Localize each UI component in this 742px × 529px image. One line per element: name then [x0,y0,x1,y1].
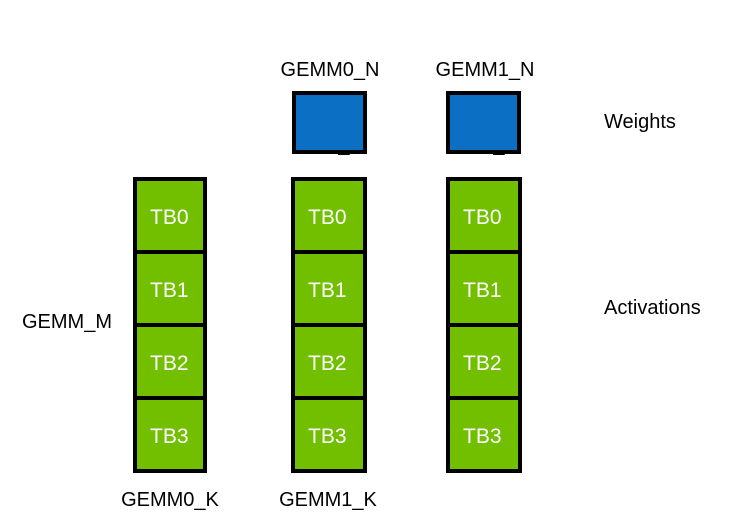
activation-cell-label: TB2 [308,351,347,375]
gemm0-n-label-line1: GEMM0_N [280,59,380,81]
activation-column-2: TB0 TB1 TB2 TB3 [291,177,367,473]
activation-cell: TB2 [291,323,367,400]
gemm1-weight-tile [446,91,521,154]
activation-cell-label: TB1 [308,278,347,302]
activation-cell-label: TB0 [308,205,347,229]
activation-cell: TB0 [291,177,367,254]
activation-cell-label: TB2 [463,351,502,375]
weights-label: Weights [604,111,676,133]
activation-cell-label: TB1 [150,278,189,302]
gemm1-n-label-line1: GEMM1_N [435,59,535,81]
activation-column-1: TB0 TB1 TB2 TB3 [133,177,207,473]
activation-cell-label: TB3 [150,424,189,448]
gemm0-k-label: GEMM0_K [121,489,219,511]
activation-cell: TB0 [446,177,522,254]
activation-column-3: TB0 TB1 TB2 TB3 [446,177,522,473]
activation-cell: TB2 [446,323,522,400]
gemm1-k-label: GEMM1_K [279,489,377,511]
activations-label: Activations [604,297,701,319]
activation-cell: TB1 [291,250,367,327]
activation-cell-label: TB0 [463,205,502,229]
activation-cell-label: TB3 [308,424,347,448]
activation-cell: TB1 [446,250,522,327]
activation-cell-label: TB1 [463,278,502,302]
activation-cell: TB1 [133,250,207,327]
activation-cell: TB2 [133,323,207,400]
activation-cell: TB3 [291,396,367,473]
activation-cell: TB3 [133,396,207,473]
activation-cell: TB0 [133,177,207,254]
activation-cell-label: TB0 [150,205,189,229]
activation-cell-label: TB3 [463,424,502,448]
gemm0-weight-tile [292,91,367,154]
gemm-m-label: GEMM_M [22,311,112,333]
activation-cell-label: TB2 [150,351,189,375]
activation-cell: TB3 [446,396,522,473]
